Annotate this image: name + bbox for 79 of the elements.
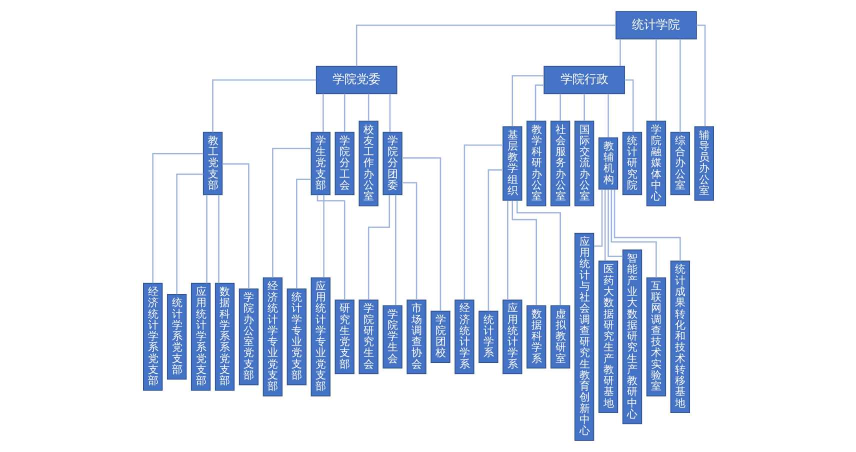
connector (222, 163, 249, 289)
node-box: 应用统计与社会调查研究生教育创新中心 (574, 232, 594, 441)
connector (296, 178, 311, 289)
connector (604, 189, 606, 261)
connector (619, 39, 620, 66)
node-box: 医药大数据研究生产教研基地 (598, 260, 618, 414)
connector (696, 24, 706, 126)
node-box: 辅导员办公室 (694, 126, 714, 201)
connector (218, 194, 219, 284)
node-box: 应用统计学专业党支部 (310, 277, 330, 396)
connector (559, 94, 560, 121)
connector (610, 189, 656, 278)
node-box: 经济统计学系 (454, 300, 474, 374)
node-box: 学院行政 (543, 66, 624, 94)
node-box: 数据科学系系党支部 (214, 282, 234, 391)
connector (206, 194, 207, 284)
node-box: 学院学生会 (382, 305, 402, 369)
node-box: 应用统计学系 (502, 300, 522, 374)
node-box: 数据科学系 (526, 305, 546, 369)
connector (322, 194, 324, 278)
connector (152, 153, 203, 284)
connector (388, 94, 390, 132)
connector (655, 39, 656, 121)
node-box: 统计成果转化和技术转移基地 (670, 260, 690, 414)
connector (583, 94, 584, 121)
connector (316, 194, 345, 300)
connector (593, 189, 602, 247)
node-box: 统计学系党支部 (166, 294, 186, 380)
node-box: 国际交流办公室 (574, 120, 594, 206)
connector (367, 94, 369, 121)
node-box: 学院分工会 (334, 132, 354, 196)
connector (394, 194, 396, 306)
connector (367, 195, 390, 300)
connector (343, 94, 345, 132)
node-box: 社会服务办公室 (550, 120, 570, 206)
node-box: 基层教学组织 (502, 126, 522, 201)
node-box: 互联网调查技术实验室 (646, 277, 666, 396)
node-box: 学院办公室党支部 (238, 288, 258, 386)
node-box: 虚拟教研室 (550, 305, 570, 369)
connector (506, 200, 508, 300)
connector (679, 39, 680, 132)
connector (355, 24, 616, 66)
connector (607, 189, 622, 258)
node-box: 教学科研办公室 (526, 120, 546, 206)
connector (272, 148, 311, 278)
node-box: 市场调查协会 (406, 300, 426, 374)
node-box: 学院研究生会 (358, 300, 378, 374)
connector (607, 94, 608, 138)
node-box: 学院团校 (430, 310, 450, 363)
connector (511, 200, 536, 306)
node-box: 统计学系 (478, 310, 498, 363)
node-box: 教工党支部 (202, 132, 222, 196)
connector (402, 182, 417, 300)
node-box: 学院融媒体中心 (646, 120, 666, 206)
node-box: 学院党委 (315, 66, 397, 94)
node-box: 校友工作办公室 (358, 120, 378, 206)
node-box: 学院分团委 (382, 132, 402, 196)
connector (322, 94, 324, 132)
connector (212, 79, 316, 132)
node-box: 统计学专业党支部 (286, 288, 306, 386)
connector (487, 169, 502, 312)
node-box: 统计研究院 (622, 132, 642, 196)
node-box: 综合办公室 (670, 132, 690, 196)
connector (534, 84, 544, 121)
node-box: 应用统计学系党支部 (190, 282, 210, 391)
connector (176, 174, 203, 294)
node-box: 经济统计学专业党支部 (262, 277, 282, 396)
connector (624, 79, 634, 132)
connector (613, 189, 680, 262)
connector (402, 157, 441, 311)
connector (463, 144, 502, 300)
node-box: 教辅机构 (598, 137, 618, 190)
node-box: 经济统计学系党支部 (142, 282, 162, 391)
connector (511, 75, 544, 127)
node-box: 研究生党支部 (334, 300, 354, 374)
connector (516, 200, 560, 306)
node-box: 智能产业大数据研究生产教研中心 (622, 250, 642, 424)
node-box: 学生党支部 (310, 132, 330, 196)
node-box: 统计学院 (615, 11, 696, 40)
